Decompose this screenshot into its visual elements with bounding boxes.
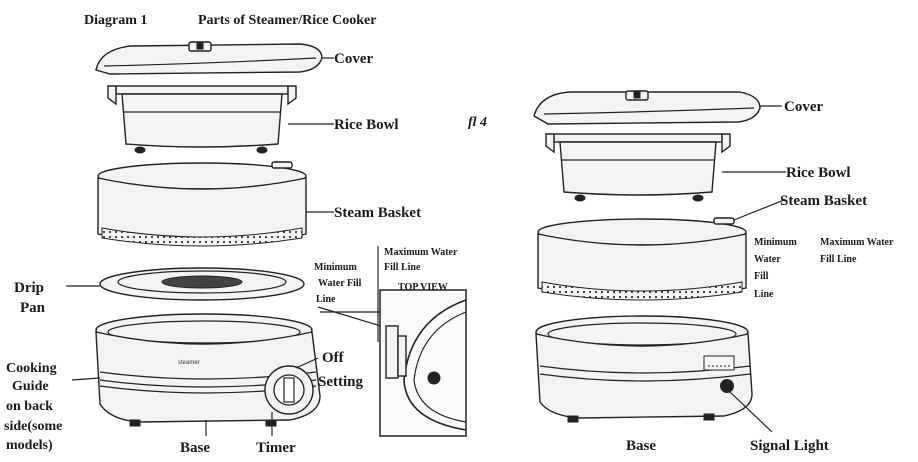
left-rice-bowl-label: Rice Bowl xyxy=(334,117,399,133)
right-steam-basket-illustration xyxy=(537,217,747,301)
left-cover-label: Cover xyxy=(334,51,373,67)
off-setting-leader xyxy=(295,357,319,369)
diagram-title: Parts of Steamer/Rice Cooker xyxy=(198,13,376,28)
right-base-illustration xyxy=(535,315,753,423)
left-min-fill-label-line-1: Minimum xyxy=(314,262,357,273)
right-max-fill-label-line-2: Fill Line xyxy=(820,254,857,265)
left-cover-illustration xyxy=(95,41,323,75)
svg-text:steamer: steamer xyxy=(178,360,200,366)
right-steam-basket-leader xyxy=(733,199,785,221)
left-rice-bowl-illustration xyxy=(107,85,297,154)
left-min-fill-label-line-2: Water Fill xyxy=(318,278,362,289)
right-base-label: Base xyxy=(626,438,656,454)
left-max-fill-label-line-2: Fill Line xyxy=(384,262,421,273)
left-min-fill-label-line-3: Line xyxy=(316,294,336,305)
left-base-illustration: steamer xyxy=(95,313,321,427)
drip-pan-label-line-2: Pan xyxy=(20,300,46,316)
right-rice-bowl-illustration xyxy=(545,133,731,202)
signal-light-label: Signal Light xyxy=(750,438,829,454)
right-cover-label: Cover xyxy=(784,99,823,115)
top-view-label: TOP VIEW xyxy=(398,282,448,293)
left-drip-pan-illustration xyxy=(99,267,305,301)
left-steam-basket-illustration xyxy=(97,161,307,247)
off-setting-label-line-1: Off xyxy=(322,350,345,366)
cooking-guide-leader xyxy=(71,377,101,381)
cooking-guide-label-line-4: side(some xyxy=(4,419,62,434)
off-setting-label-line-2: Setting xyxy=(318,374,364,390)
cooking-guide-label-line-2: Guide xyxy=(12,379,49,394)
left-steam-basket-label: Steam Basket xyxy=(334,205,421,221)
middle-mark: fl 4 xyxy=(468,115,487,130)
drip-pan-label-line-1: Drip xyxy=(14,280,44,296)
right-rice-bowl-label: Rice Bowl xyxy=(786,165,851,181)
signal-light-leader xyxy=(729,391,773,433)
right-steam-basket-label: Steam Basket xyxy=(780,193,867,209)
left-base-label: Base xyxy=(180,440,210,456)
right-min-fill-label-line-3: Fill xyxy=(754,271,769,282)
right-min-fill-label-line-4: Line xyxy=(754,289,774,300)
left-max-fill-label-line-1: Maximum Water xyxy=(384,247,458,258)
cooking-guide-label-line-5: models) xyxy=(6,438,53,453)
cooking-guide-label-line-1: Cooking xyxy=(6,361,57,376)
signal-light-icon xyxy=(720,379,734,393)
right-min-fill-label-line-2: Water xyxy=(754,254,781,265)
timer-dial-icon xyxy=(264,365,314,415)
top-view-inset xyxy=(320,289,467,437)
right-max-fill-label-line-1: Maximum Water xyxy=(820,237,894,248)
cooking-guide-label-line-3: on back xyxy=(6,399,53,414)
timer-label: Timer xyxy=(256,440,296,456)
right-cover-illustration xyxy=(533,90,761,125)
right-min-fill-label-line-1: Minimum xyxy=(754,237,797,248)
diagram-number: Diagram 1 xyxy=(84,13,147,28)
